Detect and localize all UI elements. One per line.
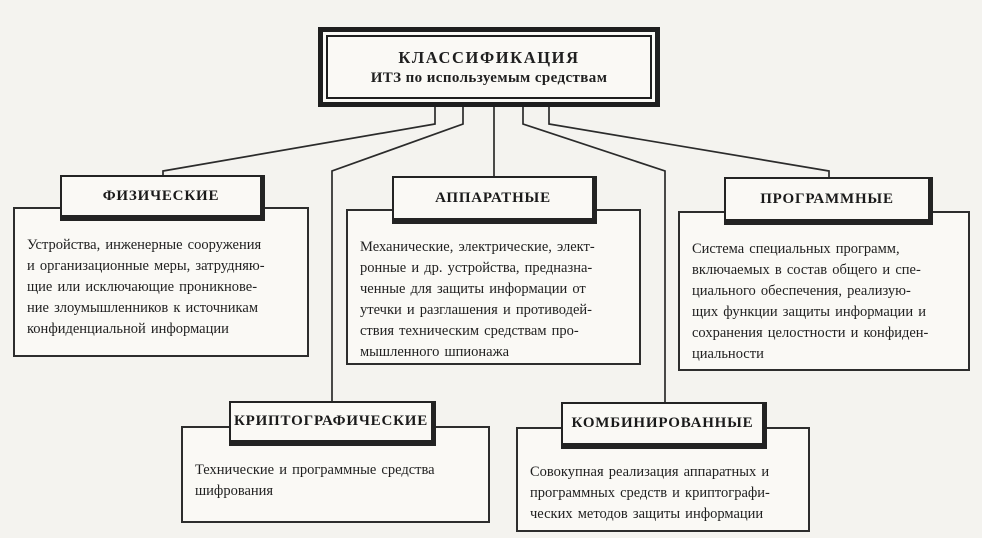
connector-root-to-physical [162, 107, 436, 181]
node-physical-header: ФИЗИЧЕСКИЕ [60, 175, 265, 221]
node-combined-label: КОМБИНИРОВАННЫЕ [571, 415, 754, 431]
connector-root-to-combined [522, 107, 666, 407]
node-physical-description: Устройства, инженерные сооружения и орга… [13, 207, 309, 357]
node-software-header: ПРОГРАММНЫЕ [724, 177, 933, 225]
node-hardware-label: АППАРАТНЫЕ [435, 189, 551, 206]
node-physical-label: ФИЗИЧЕСКИЕ [102, 187, 220, 204]
node-combined-header: КОМБИНИРОВАННЫЕ [561, 402, 767, 449]
node-root-frame: КЛАССИФИКАЦИЯ ИТЗ по используемым средст… [326, 35, 652, 99]
node-cryptographic-header: КРИПТОГРАФИЧЕСКИЕ [229, 401, 436, 446]
root-title-line1: КЛАССИФИКАЦИЯ [398, 47, 580, 67]
node-software-description: Система специальных программ, включаемых… [678, 211, 970, 371]
node-cryptographic-label: КРИПТОГРАФИЧЕСКИЕ [233, 413, 429, 429]
connector-root-to-cryptographic [331, 107, 464, 406]
node-root: КЛАССИФИКАЦИЯ ИТЗ по используемым средст… [318, 27, 660, 107]
root-title-line2: ИТЗ по используемым средствам [370, 69, 608, 86]
node-hardware-header: АППАРАТНЫЕ [392, 176, 597, 224]
connector-root-to-software [548, 107, 830, 183]
node-software-label: ПРОГРАММНЫЕ [760, 190, 894, 207]
node-hardware-description: Механические, электрические, элект- ронн… [346, 209, 641, 365]
